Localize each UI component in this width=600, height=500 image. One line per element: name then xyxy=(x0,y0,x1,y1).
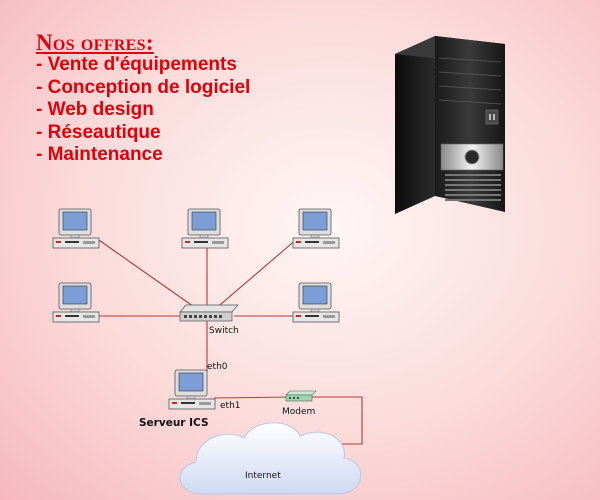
offers-block: Nos offres: - Vente d'équipements - Conc… xyxy=(36,30,251,167)
server-icon xyxy=(168,369,216,410)
offers-title: Nos offres: xyxy=(36,30,154,55)
offer-item-equipment: - Vente d'équipements xyxy=(36,54,237,75)
eth1-label: eth1 xyxy=(220,401,241,411)
network-links xyxy=(95,237,363,445)
modem-label: Modem xyxy=(282,407,315,417)
switch-label: Switch xyxy=(209,326,239,336)
offer-item-software: - Conception de logiciel xyxy=(36,76,251,98)
link-pc3-switch xyxy=(206,237,299,317)
tower-computer-icon xyxy=(395,36,505,214)
offer-item-webdesign: - Web design xyxy=(36,99,154,120)
workstation-icon-2 xyxy=(181,208,229,249)
workstation-icon-5 xyxy=(292,282,340,323)
workstation-icon-4 xyxy=(52,282,100,323)
offer-item-maintenance: - Maintenance xyxy=(36,144,163,165)
switch-icon xyxy=(179,304,239,322)
offer-item-networking: - Réseautique xyxy=(36,121,161,143)
internet-cloud-icon xyxy=(179,422,362,495)
server-label: Serveur ICS xyxy=(139,417,209,429)
workstation-icon-1 xyxy=(52,208,100,249)
link-server-modem-internet xyxy=(213,396,363,445)
eth0-label: eth0 xyxy=(207,362,228,372)
internet-label: Internet xyxy=(245,471,281,481)
workstation-icon-3 xyxy=(292,208,340,249)
link-pc1-switch xyxy=(95,237,208,317)
modem-icon xyxy=(285,390,317,402)
